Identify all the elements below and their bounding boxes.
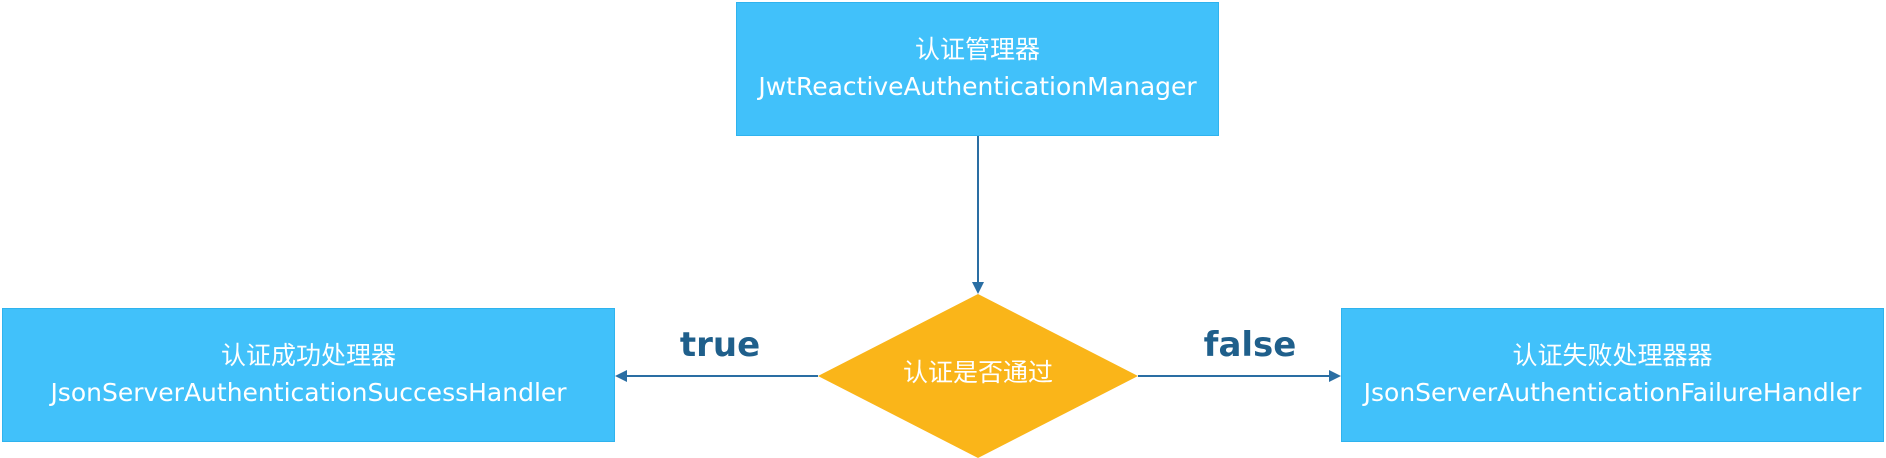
edge-label-false: false (1203, 325, 1297, 365)
failure-title: 认证失败处理器器 (1512, 341, 1713, 370)
authentication-manager-node: 认证管理器 JwtReactiveAuthenticationManager (736, 2, 1219, 136)
success-subtitle: JsonServerAuthenticationSuccessHandler (50, 378, 567, 407)
failure-subtitle: JsonServerAuthenticationFailureHandler (1363, 378, 1862, 407)
success-handler-node: 认证成功处理器 JsonServerAuthenticationSuccessH… (2, 308, 615, 442)
decision-label: 认证是否通过 (902, 358, 1053, 387)
manager-subtitle: JwtReactiveAuthenticationManager (758, 72, 1197, 101)
decision-diamond (818, 294, 1138, 458)
failure-handler-node: 认证失败处理器器 JsonServerAuthenticationFailure… (1341, 308, 1884, 442)
success-title: 认证成功处理器 (220, 341, 396, 370)
edge-label-true: true (679, 325, 761, 365)
manager-title: 认证管理器 (914, 35, 1040, 64)
